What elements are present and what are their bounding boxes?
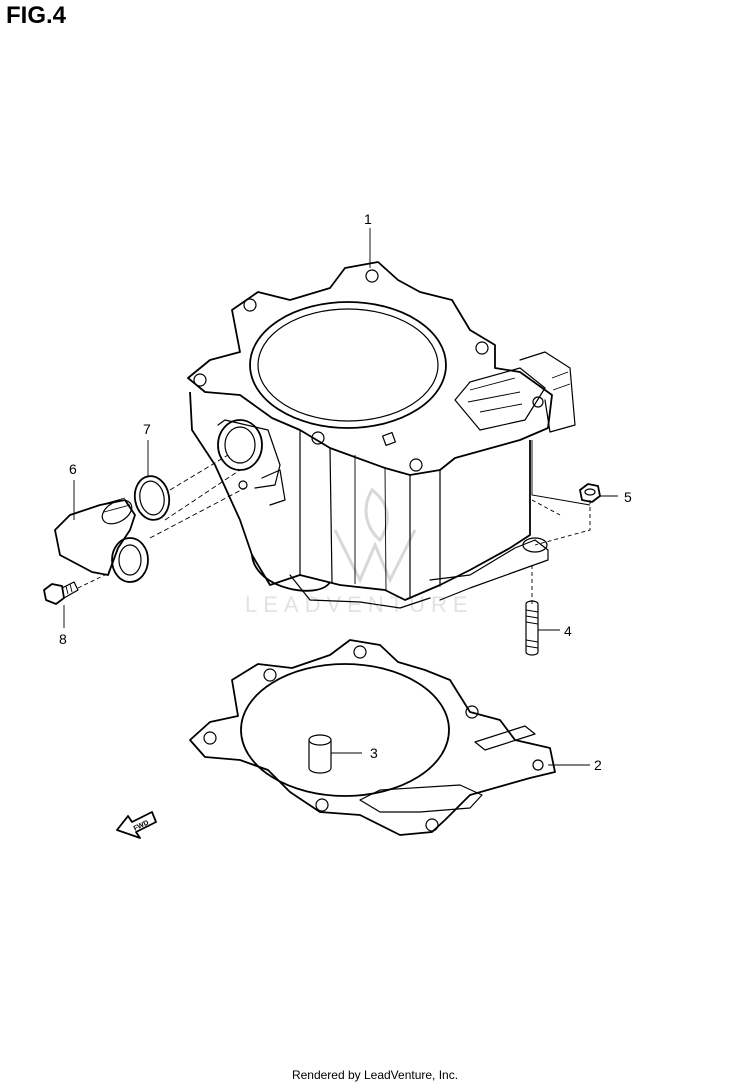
cylinder-gasket-drawing[interactable] [189,639,556,836]
callout-1: 1 [364,211,372,227]
fwd-arrow-icon: FWD [116,811,157,839]
cylinder-drawing[interactable] [187,261,576,609]
o-ring-drawing[interactable] [131,473,172,522]
nut-drawing[interactable] [579,483,601,503]
fwd-label: FWD [133,819,150,832]
callout-8: 8 [59,631,67,647]
callout-3: 3 [370,745,378,761]
callout-5: 5 [624,489,632,505]
bolt-drawing[interactable] [43,581,79,605]
callout-6: 6 [69,461,77,477]
figure-title: FIG.4 [6,2,67,29]
leader-lines [63,228,618,766]
callout-4: 4 [564,623,572,639]
watermark-logo [333,487,417,584]
callout-2: 2 [594,757,602,773]
stud-bolt-drawing[interactable] [525,600,539,656]
render-credit: Rendered by LeadVenture, Inc. [291,1068,459,1082]
water-inlet-pipe-drawing[interactable] [54,495,149,583]
dowel-pin-drawing[interactable] [308,734,332,774]
watermark-text: LEADVENTURE [245,592,474,617]
callout-7: 7 [143,421,151,437]
